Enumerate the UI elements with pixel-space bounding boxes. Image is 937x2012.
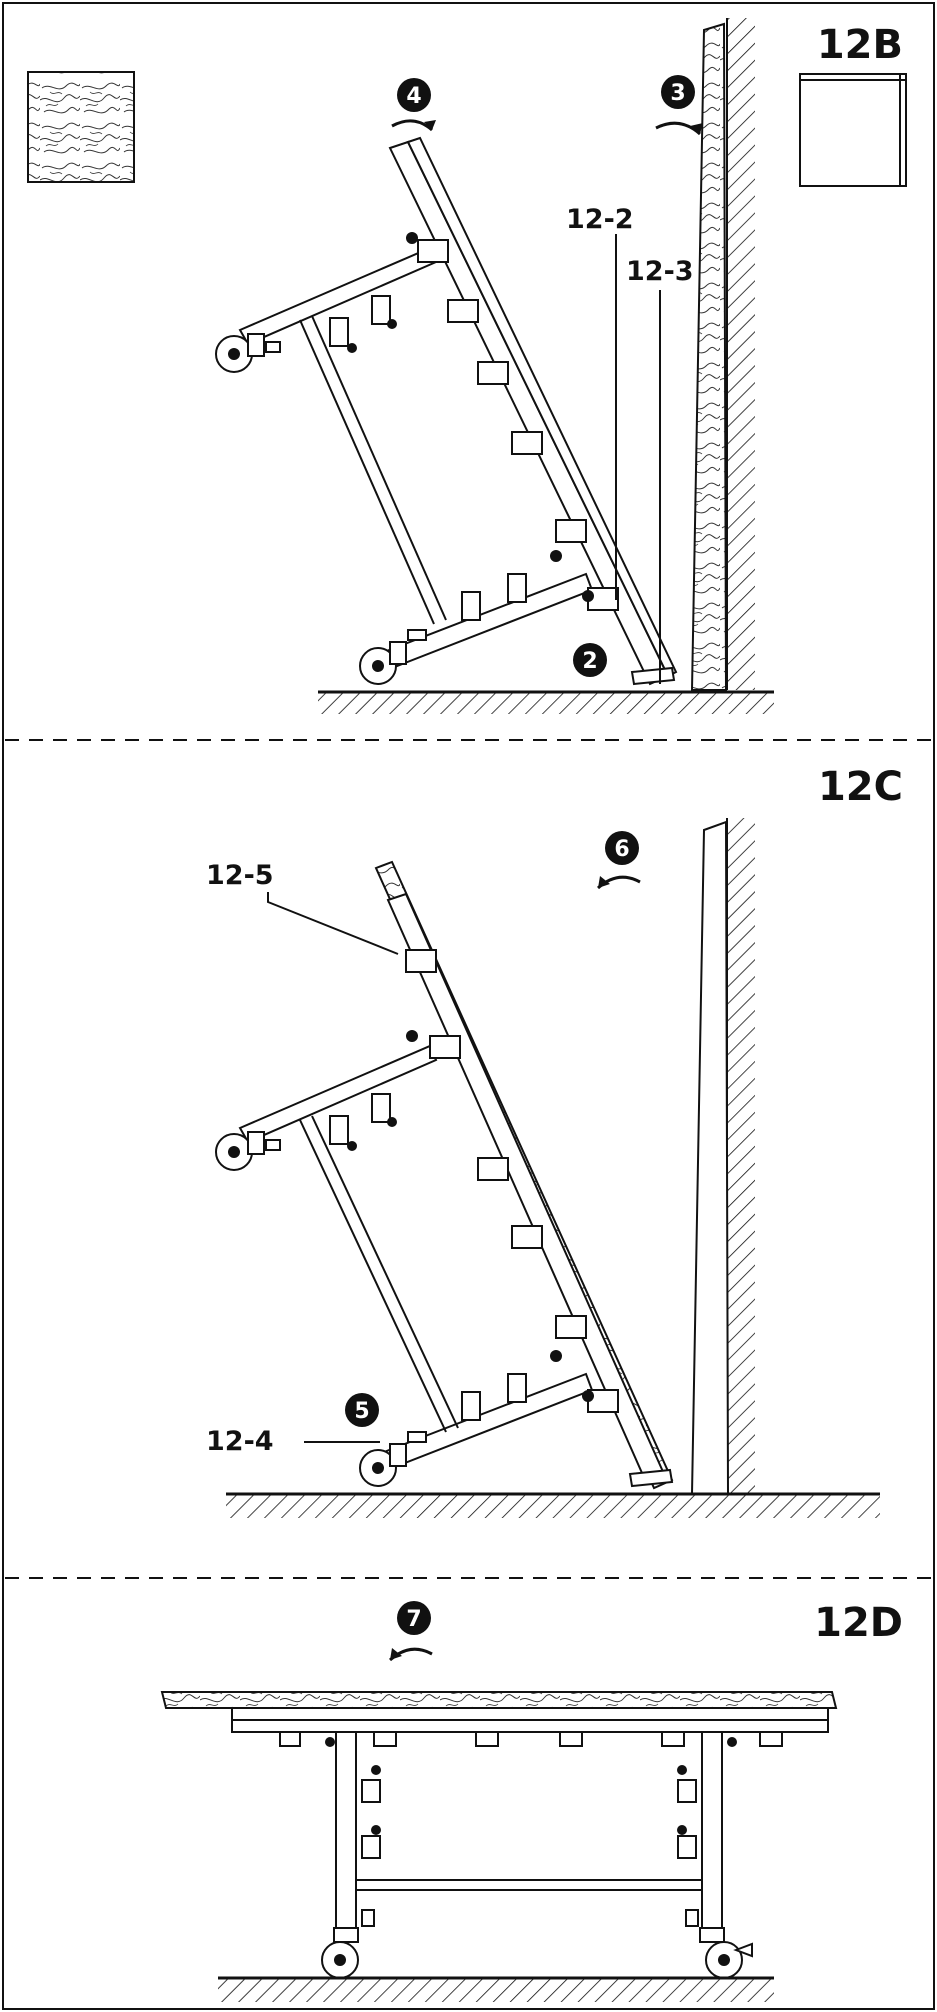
- step-6-badge: 6: [596, 831, 641, 890]
- part-label-12-2: 12-2: [566, 204, 634, 235]
- caster-wheel: [685, 1909, 753, 1979]
- part-label-12-3: 12-3: [626, 256, 694, 287]
- cart-legs: [335, 1731, 723, 1929]
- svg-text:6: 6: [614, 837, 629, 862]
- marble-swatch-icon: [27, 71, 135, 183]
- caster-wheel: [215, 333, 281, 373]
- plain-board-icon: [799, 73, 907, 187]
- svg-text:2: 2: [582, 649, 597, 674]
- step-2-badge: 2: [573, 643, 607, 677]
- wall-with-slab: [690, 18, 755, 691]
- panel-label-12c: 12C: [818, 764, 903, 810]
- step-4-badge: 4: [391, 78, 436, 132]
- leader-line: [267, 892, 399, 955]
- cart-top-rail: [231, 1707, 829, 1747]
- panel-12b: 12B 4 3: [27, 18, 907, 714]
- floor: [318, 690, 774, 714]
- wall: [690, 818, 755, 1495]
- cart-frame-tilted: [238, 136, 678, 686]
- part-label-12-4: 12-4: [206, 1426, 274, 1457]
- svg-text:5: 5: [354, 1399, 369, 1424]
- svg-text:3: 3: [670, 81, 685, 106]
- part-label-12-5: 12-5: [206, 860, 274, 891]
- cart-frame-tilted: [238, 892, 674, 1488]
- floor: [218, 1976, 774, 2002]
- caster-wheel: [215, 1131, 281, 1171]
- caster-wheel: [359, 1431, 427, 1487]
- caster-wheel: [321, 1909, 375, 1979]
- step-7-badge: 7: [388, 1601, 433, 1662]
- panel-12c: 12C 6: [206, 764, 903, 1518]
- step-5-badge: 5: [345, 1393, 379, 1427]
- marble-slab-flat: [160, 1691, 838, 1709]
- caster-wheel: [359, 629, 427, 685]
- svg-text:4: 4: [406, 84, 421, 109]
- panel-12d: 12D 7: [160, 1600, 903, 2002]
- step-3-badge: 3: [655, 75, 703, 136]
- marble-slab: [690, 22, 728, 691]
- rotate-arrow-icon: [655, 121, 702, 136]
- floor: [226, 1492, 880, 1518]
- panel-label-12b: 12B: [817, 22, 903, 68]
- svg-text:7: 7: [406, 1607, 421, 1632]
- rotate-arrow-icon: [391, 119, 433, 132]
- panel-label-12d: 12D: [814, 1600, 903, 1646]
